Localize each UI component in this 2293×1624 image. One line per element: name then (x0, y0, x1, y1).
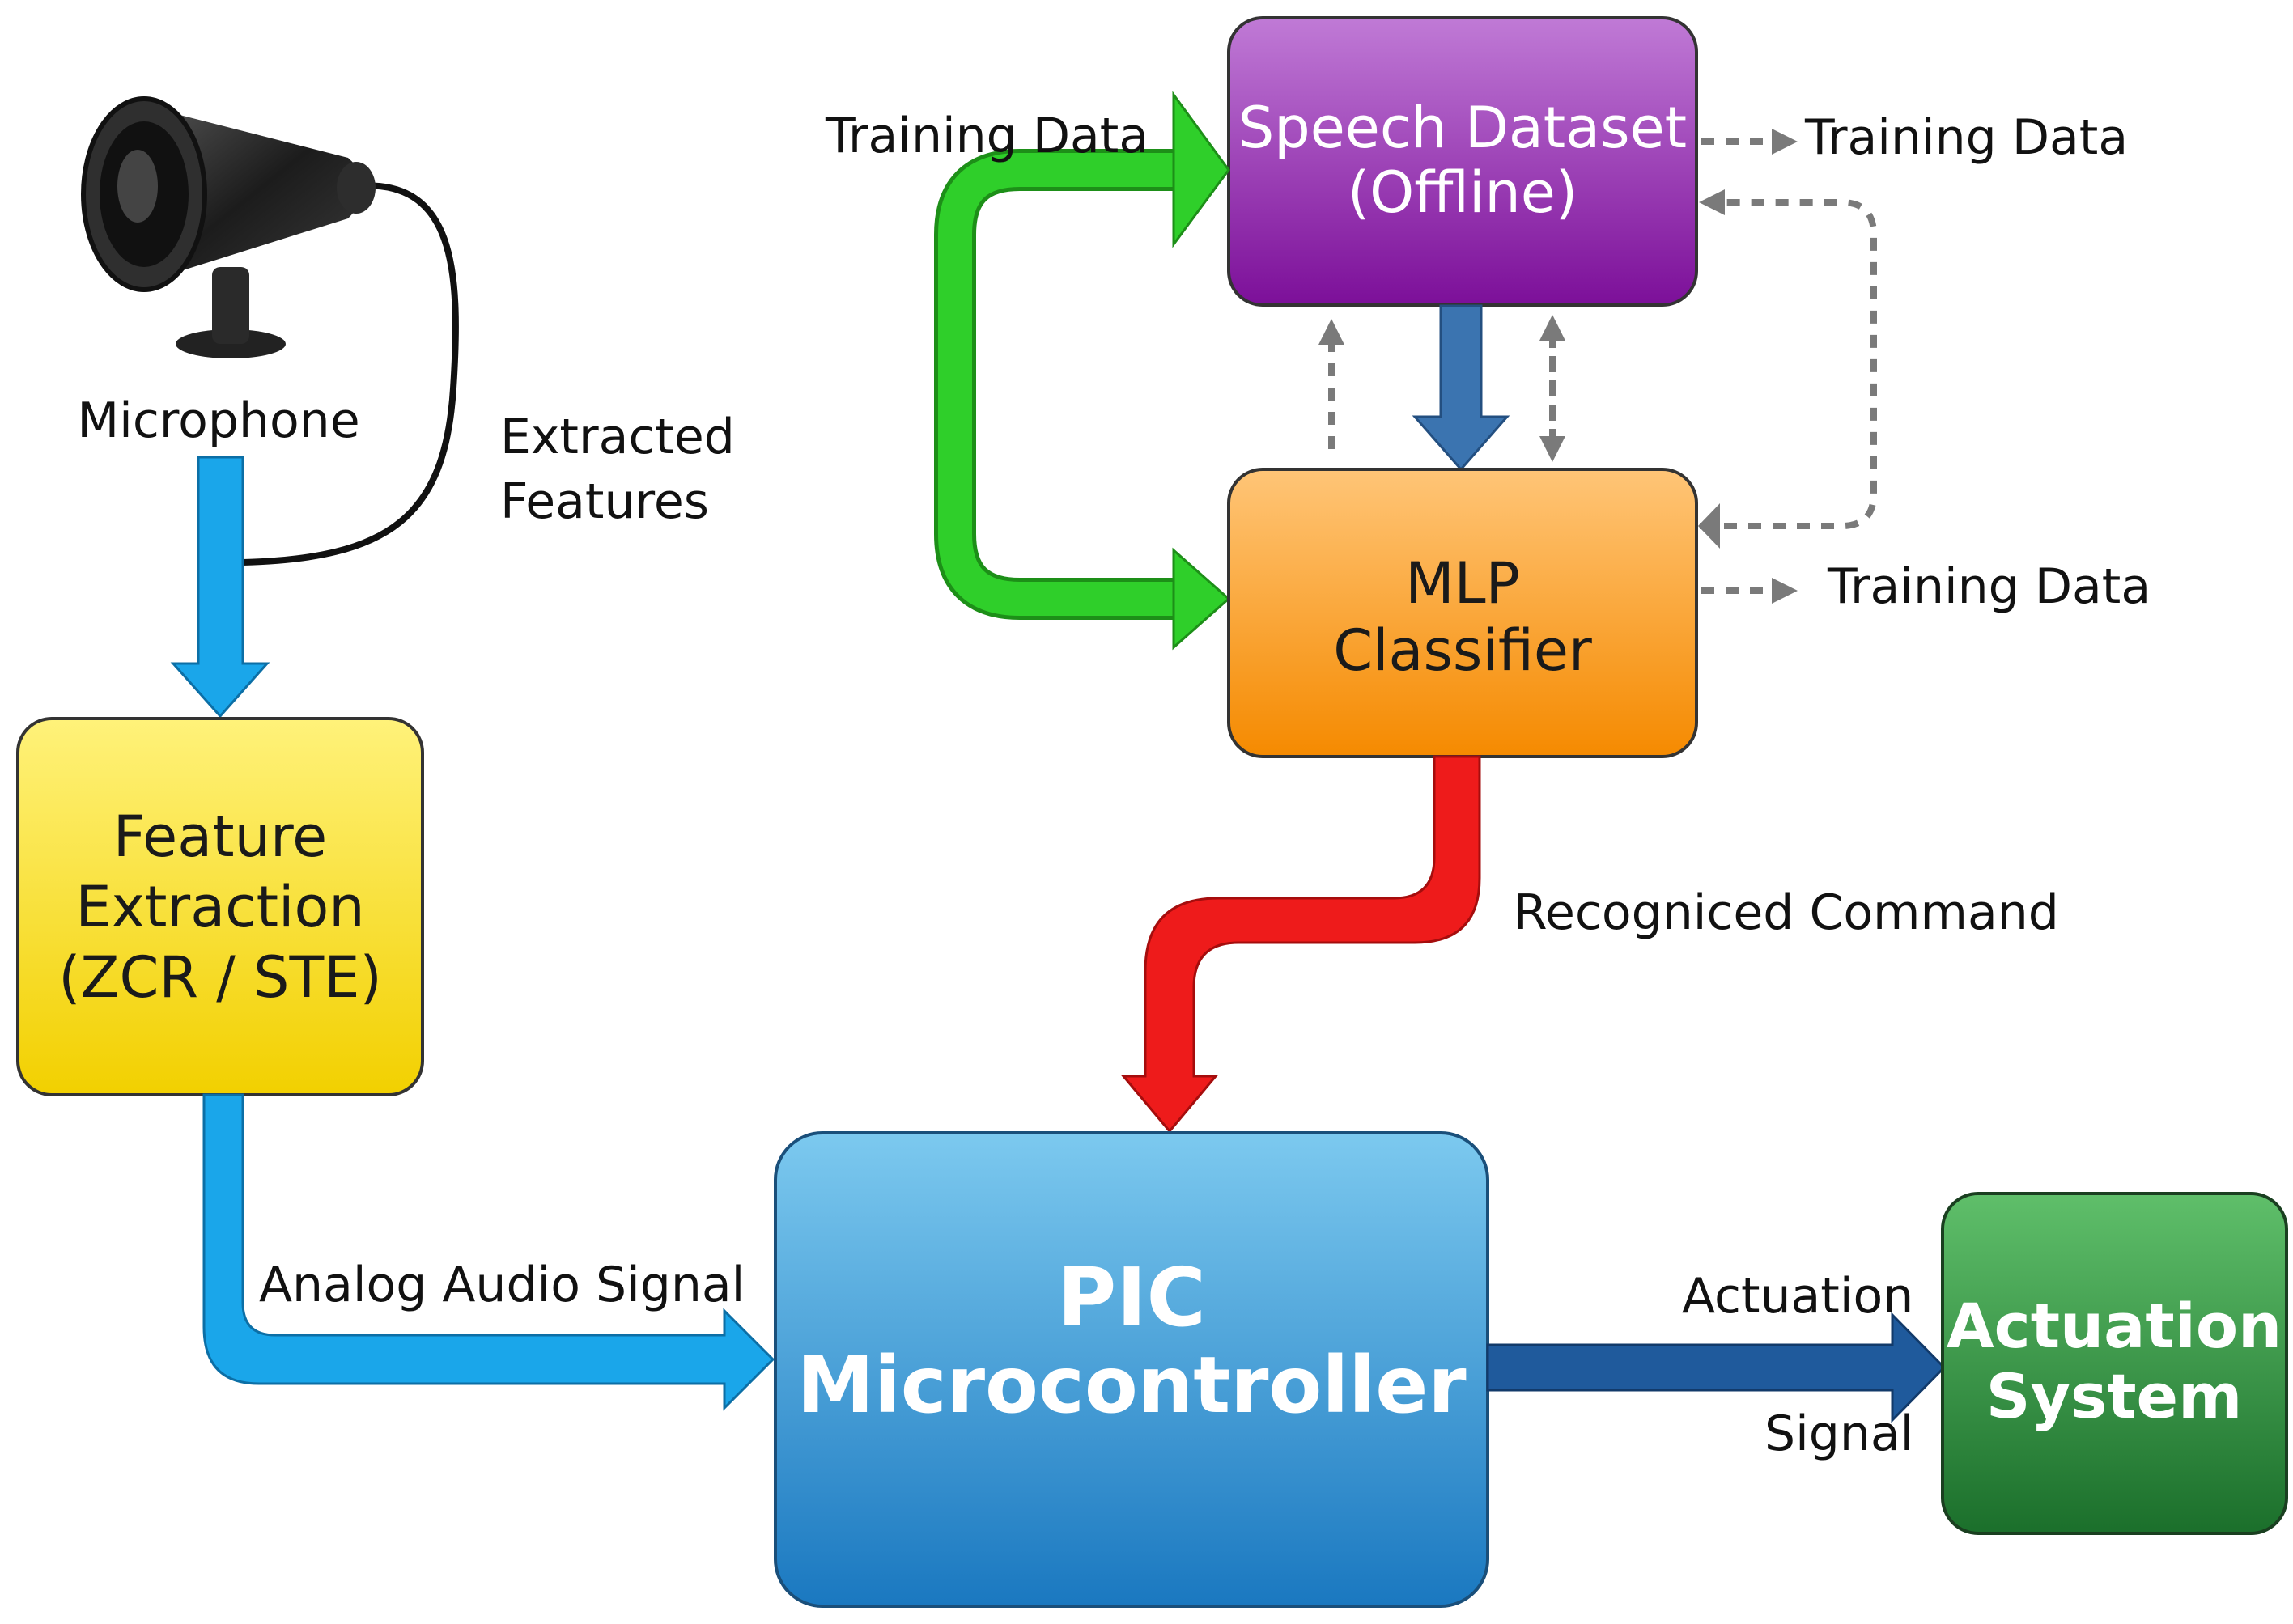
feature-extraction-box: Feature Extraction (ZCR / STE) (16, 717, 424, 1096)
microphone-label: Microphone (77, 392, 359, 449)
microphone-icon (81, 96, 459, 566)
pic-line2: Microcontroller (796, 1340, 1467, 1431)
training-data-green-label: Training Data (825, 108, 1149, 164)
recognized-command-label: Recogniced Command (1514, 884, 2059, 941)
training-data-dataset-label: Training Data (1804, 109, 2128, 166)
extracted-features-label-2: Features (500, 473, 709, 530)
mlp-classifier-line2: Classifier (1333, 617, 1592, 684)
actuation-system-box: Actuation System (1941, 1192, 2288, 1535)
speech-dataset-box: Speech Dataset (Offline) (1227, 16, 1698, 307)
feature-extraction-line1: Feature (113, 804, 328, 870)
mlp-classifier-line1: MLP (1405, 550, 1520, 617)
analog-audio-signal-label: Analog Audio Signal (259, 1257, 745, 1313)
pic-microcontroller-box: PIC Microcontroller (774, 1131, 1489, 1608)
dataset-to-mlp-arrow (1412, 304, 1510, 472)
feature-extraction-line3: (ZCR / STE) (58, 944, 382, 1011)
speech-dataset-line2: (Offline) (1348, 159, 1577, 226)
actuation-signal-arrow (1486, 1312, 1947, 1423)
actuation-signal-label-2: Signal (1764, 1406, 1913, 1462)
actuation-signal-label-1: Actuation (1682, 1268, 1913, 1325)
analog-audio-arrow (202, 1093, 775, 1411)
actuation-system-line1: Actuation (1947, 1290, 2282, 1362)
speech-dataset-line1: Speech Dataset (1238, 95, 1687, 161)
dashed-feedback-loop (1699, 189, 1877, 529)
training-data-green-arrow (934, 149, 1178, 620)
mlp-classifier-box: MLP Classifier (1227, 468, 1698, 758)
feature-extraction-line2: Extraction (75, 874, 364, 940)
extracted-features-label-1: Extracted (500, 409, 735, 465)
recognized-command-arrow (1120, 755, 1481, 1134)
training-data-mlp-label: Training Data (1827, 558, 2151, 615)
pic-line1: PIC (1057, 1250, 1206, 1345)
mic-to-feature-arrow (170, 456, 270, 719)
actuation-system-line2: System (1986, 1360, 2243, 1432)
